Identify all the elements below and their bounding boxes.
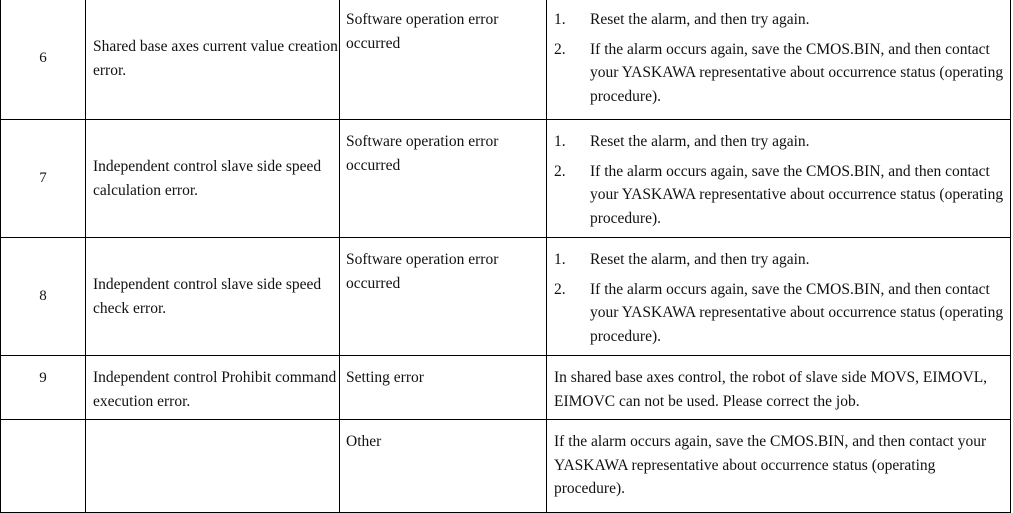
remedy-cell: In shared base axes control, the robot o… — [546, 355, 1011, 420]
table-row: 7 Independent control slave side speed c… — [0, 119, 1011, 238]
table-row: Other If the alarm occurs again, save th… — [0, 419, 1011, 513]
cause-cell: Software operation error occurred — [339, 0, 547, 120]
remedy-step: 2. If the alarm occurs again, save the CM… — [554, 278, 1006, 349]
remedy-step: 1. Reset the alarm, and then try again. — [554, 248, 1006, 272]
cause-text: Setting error — [346, 369, 424, 386]
table-row: 8 Independent control slave side speed c… — [0, 237, 1011, 356]
cause-text: Software operation error occurred — [346, 11, 499, 52]
sub-code-cell: 6 — [0, 0, 86, 120]
sub-code-cell: 7 — [0, 119, 86, 238]
error-name: Independent control Prohibit command exe… — [93, 369, 337, 410]
remedy-text: In shared base axes control, the robot o… — [554, 369, 988, 410]
cause-cell: Other — [339, 419, 547, 513]
step-text: Reset the alarm, and then try again. — [590, 251, 810, 268]
remedy-list: 1. Reset the alarm, and then try again. 2… — [554, 8, 1006, 108]
remedy-step: 2. If the alarm occurs again, save the CM… — [554, 38, 1006, 109]
sub-code-cell: 9 — [0, 355, 86, 420]
sub-code: 8 — [39, 288, 47, 305]
cause-text: Other — [346, 433, 382, 450]
remedy-list: 1. Reset the alarm, and then try again. 2… — [554, 248, 1006, 348]
step-number: 2. — [554, 280, 566, 298]
error-name: Independent control slave side speed che… — [93, 276, 322, 317]
sub-code-cell — [0, 419, 86, 513]
cause-text: Software operation error occurred — [346, 133, 499, 174]
step-text: Reset the alarm, and then try again. — [590, 11, 810, 28]
step-number: 2. — [554, 162, 566, 180]
cause-cell: Software operation error occurred — [339, 237, 547, 356]
table-row: 6 Shared base axes current value creatio… — [0, 0, 1011, 120]
error-name-cell: Shared base axes current value creation … — [85, 0, 340, 120]
remedy-list: 1. Reset the alarm, and then try again. 2… — [554, 130, 1006, 230]
sub-code: 9 — [39, 370, 47, 386]
remedy-step: 2. If the alarm occurs again, save the CM… — [554, 160, 1006, 231]
remedy-step: 1. Reset the alarm, and then try again. — [554, 8, 1006, 32]
remedy-cell: 1. Reset the alarm, and then try again. 2… — [546, 0, 1011, 120]
error-name: Independent control slave side speed cal… — [93, 158, 322, 199]
error-name-cell: Independent control slave side speed che… — [85, 237, 340, 356]
step-number: 1. — [554, 251, 566, 268]
error-name: Shared base axes current value creation … — [93, 38, 338, 79]
step-text: If the alarm occurs again, save the CMOS… — [590, 280, 1004, 345]
remedy-cell: If the alarm occurs again, save the CMOS… — [546, 419, 1011, 513]
remedy-text: If the alarm occurs again, save the CMOS… — [554, 433, 987, 497]
step-number: 2. — [554, 40, 566, 58]
remedy-step: 1. Reset the alarm, and then try again. — [554, 130, 1006, 154]
sub-code: 6 — [39, 50, 47, 67]
cause-text: Software operation error occurred — [346, 251, 499, 292]
error-name-cell — [85, 419, 340, 513]
error-name-cell: Independent control slave side speed cal… — [85, 119, 340, 238]
remedy-cell: 1. Reset the alarm, and then try again. 2… — [546, 119, 1011, 238]
sub-code-cell: 8 — [0, 237, 86, 356]
sub-code: 7 — [39, 170, 47, 187]
step-text: Reset the alarm, and then try again. — [590, 133, 810, 150]
step-text: If the alarm occurs again, save the CMOS… — [590, 162, 1004, 227]
cause-cell: Software operation error occurred — [339, 119, 547, 238]
error-name-cell: Independent control Prohibit command exe… — [85, 355, 340, 420]
table-row: 9 Independent control Prohibit command e… — [0, 355, 1011, 420]
step-number: 1. — [554, 11, 566, 28]
step-number: 1. — [554, 133, 566, 150]
cause-cell: Setting error — [339, 355, 547, 420]
remedy-cell: 1. Reset the alarm, and then try again. 2… — [546, 237, 1011, 356]
step-text: If the alarm occurs again, save the CMOS… — [590, 40, 1004, 105]
